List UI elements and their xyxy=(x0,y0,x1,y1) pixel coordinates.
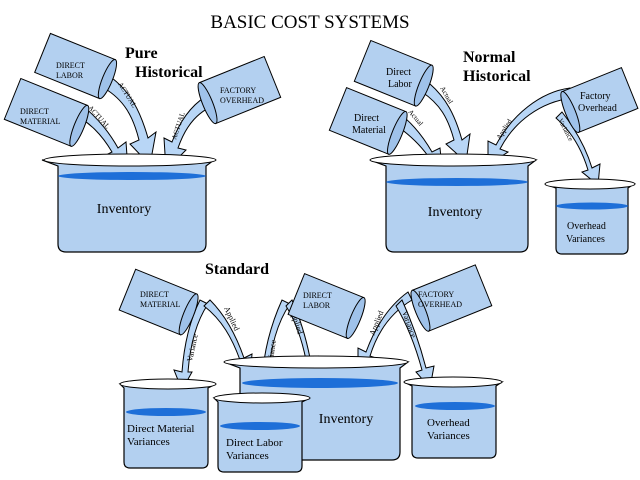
standard-dl-var-line2: Variances xyxy=(226,450,269,462)
pure-container-overhead xyxy=(197,55,282,125)
normal-container-labor-line1: Direct xyxy=(386,67,411,78)
pure-container-overhead-line1: FACTORY xyxy=(220,86,256,95)
pure-container-labor-line2: LABOR xyxy=(56,71,84,80)
normal-container-labor xyxy=(353,39,434,107)
pure-container-material-line1: DIRECT xyxy=(20,107,49,116)
standard-container-labor xyxy=(287,272,366,340)
standard-section: Standard Variance Applied Variance Appli… xyxy=(118,261,504,473)
standard-container-labor-line2: LABOR xyxy=(303,301,331,310)
normal-container-material xyxy=(328,86,408,155)
standard-dm-var-line2: Variances xyxy=(127,436,170,448)
standard-heading: Standard xyxy=(205,261,269,278)
pure-historical-section: Pure Historical ACTUAL ACTUAL ACTUAL DIR… xyxy=(3,32,282,253)
normal-overhead-var-line1: Overhead xyxy=(567,221,606,232)
normal-container-material-line2: Material xyxy=(352,125,386,136)
normal-overhead-var-line2: Variances xyxy=(566,234,605,245)
standard-oh-variance-beaker: Overhead Variances xyxy=(403,376,504,459)
standard-container-material-line1: DIRECT xyxy=(140,290,169,299)
standard-dm-var-line1: Direct Material xyxy=(127,423,195,435)
normal-container-overhead-line1: Factory xyxy=(580,91,611,102)
standard-container-material xyxy=(118,268,199,336)
pure-heading-line2: Historical xyxy=(135,64,203,81)
standard-dm-variance-beaker: Direct Material Variances xyxy=(118,378,217,469)
normal-container-overhead-line2: Overhead xyxy=(578,103,617,114)
pure-container-material xyxy=(3,77,90,147)
standard-container-overhead-line2: OVERHEAD xyxy=(418,300,462,309)
standard-inventory-label: Inventory xyxy=(319,412,373,427)
pure-container-overhead-line2: OVERHEAD xyxy=(220,96,264,105)
standard-container-overhead-line1: FACTORY xyxy=(418,290,454,299)
standard-container-material-line2: MATERIAL xyxy=(140,300,181,309)
pure-container-labor xyxy=(34,32,118,100)
normal-container-labor-line2: Labor xyxy=(388,79,413,90)
standard-oh-var-line1: Overhead xyxy=(427,417,470,429)
standard-dl-variance-beaker: Direct Labor Variances xyxy=(212,392,311,473)
pure-container-material-line2: MATERIAL xyxy=(20,117,61,126)
standard-oh-var-line2: Variances xyxy=(427,430,470,442)
standard-arrow-oh-variance-label: Variance xyxy=(400,310,418,340)
standard-dl-var-line1: Direct Labor xyxy=(226,437,283,449)
pure-inventory-beaker: Inventory xyxy=(41,153,217,253)
normal-heading-line2: Historical xyxy=(463,68,531,85)
standard-container-labor-line1: DIRECT xyxy=(303,291,332,300)
normal-heading-line1: Normal xyxy=(463,49,516,66)
pure-heading-line1: Pure xyxy=(125,45,158,62)
standard-container-overhead xyxy=(410,264,493,332)
page-title: BASIC COST SYSTEMS xyxy=(210,12,409,33)
normal-container-material-line1: Direct xyxy=(354,113,379,124)
pure-container-labor-line1: DIRECT xyxy=(56,61,85,70)
normal-inventory-beaker: Inventory xyxy=(369,153,538,253)
normal-historical-section: Normal Historical Actual Actual Applied … xyxy=(328,39,639,255)
normal-inventory-label: Inventory xyxy=(428,205,482,220)
pure-inventory-label: Inventory xyxy=(97,202,151,217)
normal-container-overhead xyxy=(560,66,639,134)
normal-overhead-variance-beaker: Overhead Variances xyxy=(544,178,636,255)
